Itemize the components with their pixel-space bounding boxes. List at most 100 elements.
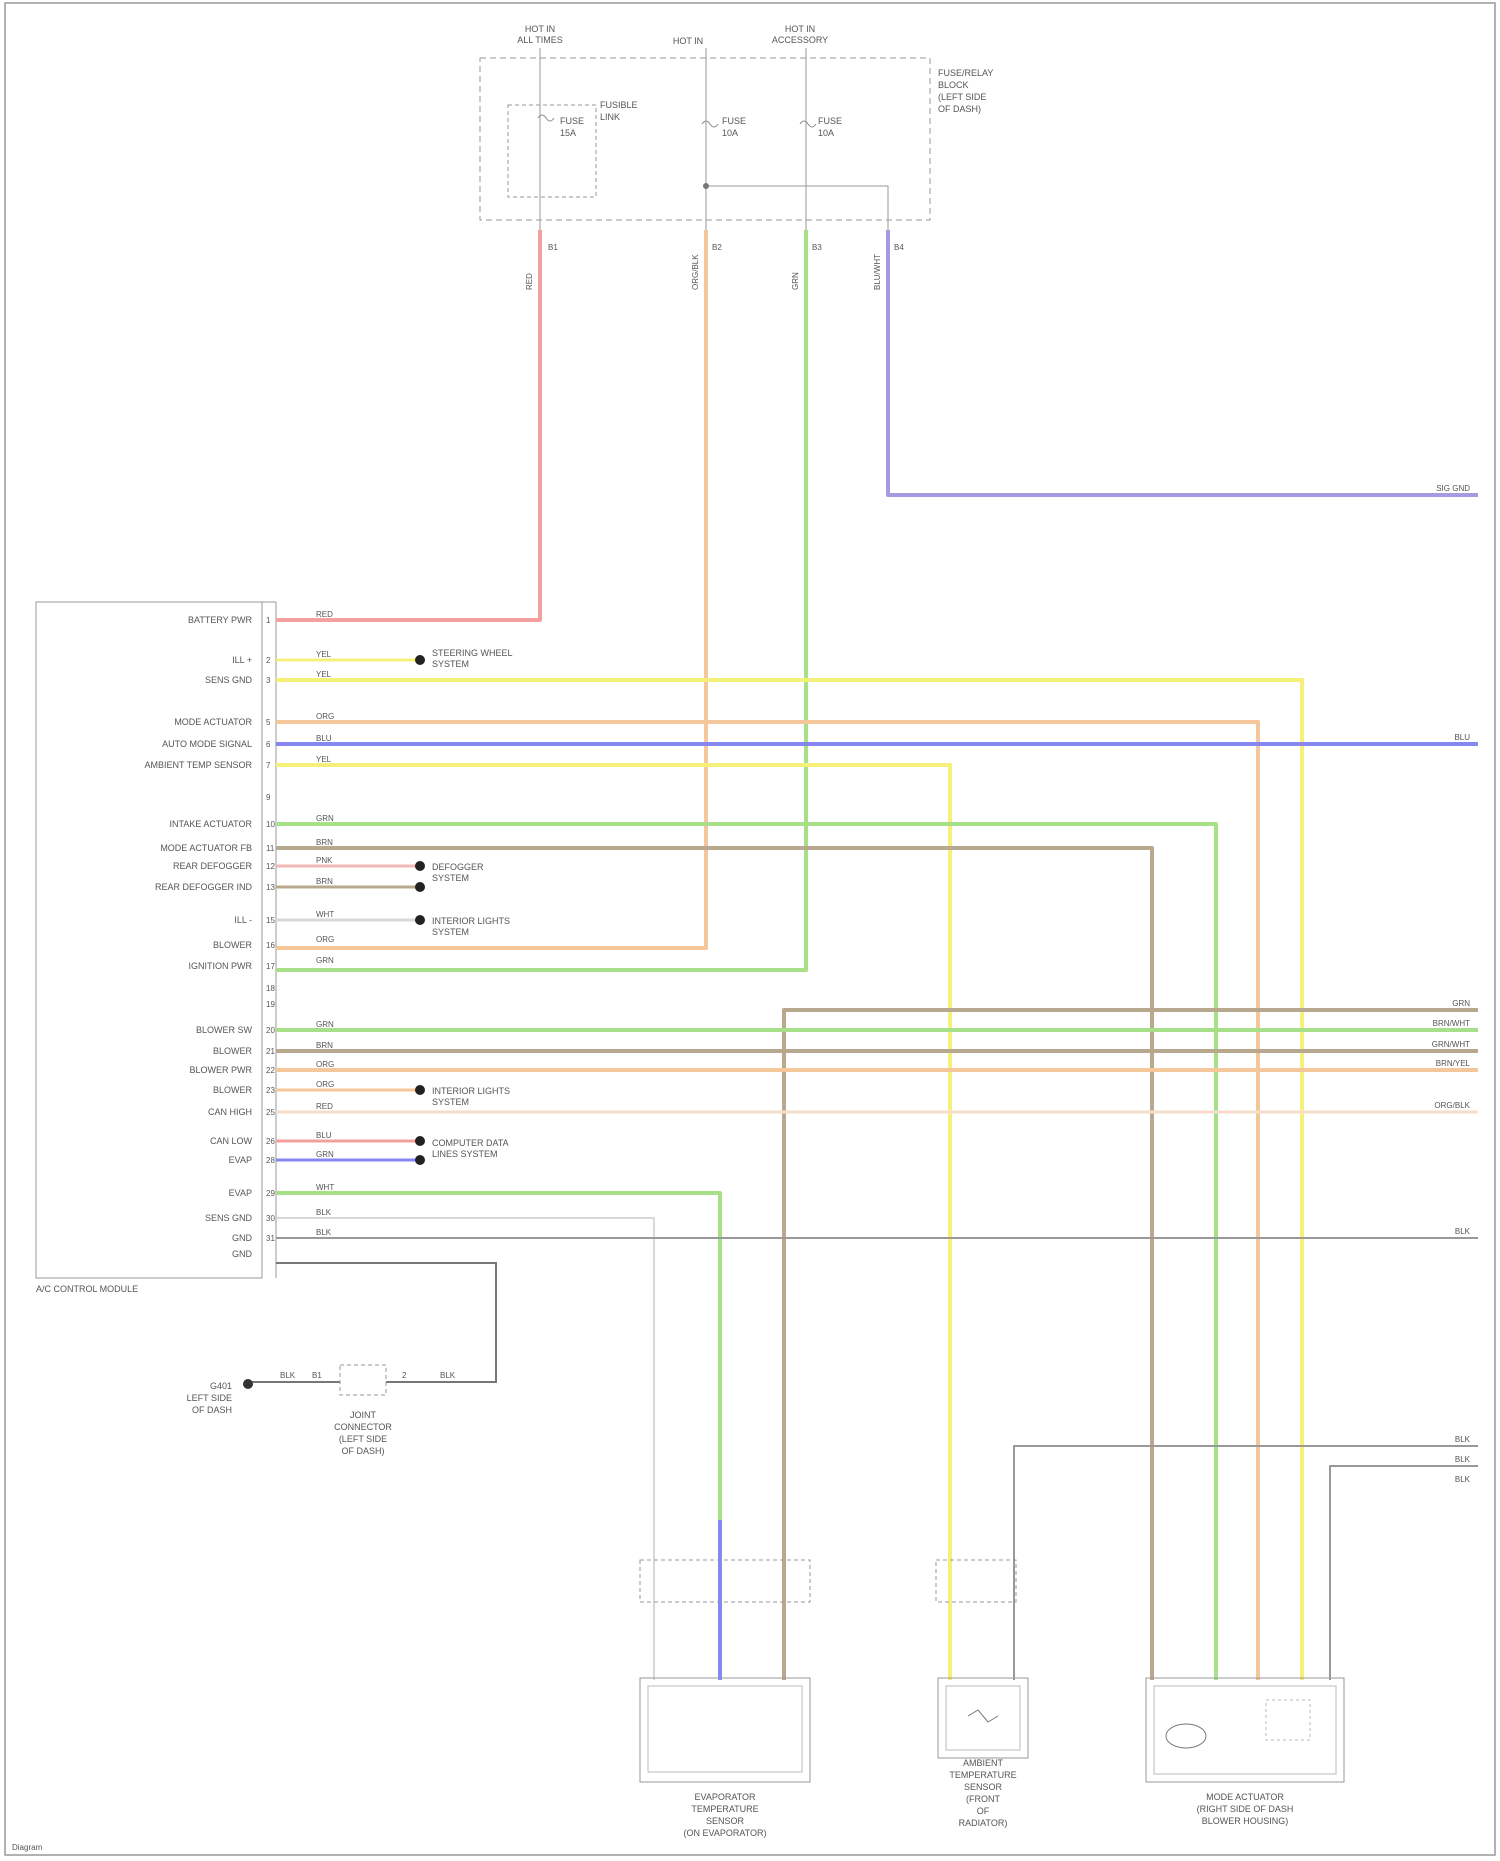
ground-point-icon	[243, 1379, 253, 1389]
ground-wire-code-2: B1	[312, 1371, 322, 1380]
page-border	[5, 3, 1495, 1855]
actuator-label: MODE ACTUATOR	[1206, 1792, 1284, 1802]
right-edge-label-top: SIG GND	[1436, 484, 1470, 493]
ground-point-label-2: LEFT SIDE	[187, 1393, 232, 1403]
ground-point-label-3: OF DASH	[192, 1405, 232, 1415]
evaporator-sensor-label-2: TEMPERATURE	[691, 1804, 758, 1814]
pin-label-23: BLOWER	[213, 1085, 253, 1095]
ambient-sensor-label-2: TEMPERATURE	[949, 1770, 1016, 1780]
pin-wire-code-2: YEL	[316, 650, 332, 659]
pin-label-30: SENS GND	[205, 1213, 253, 1223]
fuse-drop-wire-code: GRN	[791, 272, 800, 290]
pin-number-20: 20	[266, 1026, 275, 1035]
stub-label: DEFOGGER	[432, 862, 484, 872]
fuse-block-name-line3: (LEFT SIDE	[938, 92, 986, 102]
stub-label-line2: SYSTEM	[432, 873, 469, 883]
pin-wire-code-6: BLU	[316, 734, 332, 743]
stub-junction-dot	[415, 1155, 425, 1165]
stub-junction-dot	[415, 1085, 425, 1095]
pin-label-3: SENS GND	[205, 675, 253, 685]
stub-label-line2: SYSTEM	[432, 927, 469, 937]
fuse-block-name-line4: OF DASH)	[938, 104, 981, 114]
actuator-label-3: BLOWER HOUSING)	[1202, 1816, 1289, 1826]
pin-label-11: MODE ACTUATOR FB	[160, 843, 252, 853]
ground-connector-label: JOINT	[350, 1410, 377, 1420]
fuse-terminal-c: B3	[812, 243, 822, 252]
pin-number-16: 16	[266, 941, 275, 950]
ambient-sensor-label-3: SENSOR	[964, 1782, 1003, 1792]
pin-number-17: 17	[266, 962, 275, 971]
ground-connector-label-4: OF DASH)	[341, 1446, 384, 1456]
pin-label-7: AMBIENT TEMP SENSOR	[144, 760, 252, 770]
pin-wire-code-21: BRN	[316, 1041, 333, 1050]
fuse-1-label: FUSE	[560, 116, 584, 126]
pin-number-22: 22	[266, 1066, 275, 1075]
pin-number-3: 3	[266, 676, 271, 685]
pin-label-10: INTAKE ACTUATOR	[169, 819, 252, 829]
power-source-left-sublabel: ALL TIMES	[517, 35, 563, 45]
fuse-block-name-line2: BLOCK	[938, 80, 969, 90]
position-sensor-icon	[1266, 1700, 1310, 1740]
right-edge-label-gray: BLK	[1455, 1227, 1471, 1236]
mode-door-actuator: MODE ACTUATOR (RIGHT SIDE OF DASH BLOWER…	[1146, 1678, 1344, 1826]
fuse-1: FUSE 15A	[538, 115, 584, 138]
fuse-terminal-d: B4	[894, 243, 904, 252]
wire-lower-right-1	[1014, 1446, 1478, 1680]
stub-junction-dot	[415, 915, 425, 925]
fuse-2: FUSE 10A	[702, 116, 746, 138]
pin-label-5: MODE ACTUATOR	[174, 717, 252, 727]
pin-label-16: BLOWER	[213, 940, 253, 950]
pin-label-22: BLOWER PWR	[189, 1065, 252, 1075]
pin-label-6: AUTO MODE SIGNAL	[162, 739, 252, 749]
pin-number-30: 30	[266, 1214, 275, 1223]
pin-number-12: 12	[266, 862, 275, 871]
pin-number-26: 26	[266, 1137, 275, 1146]
pin-number-9: 9	[266, 793, 271, 802]
pin-wire-code-11: BRN	[316, 838, 333, 847]
wire-purple-right	[888, 230, 1478, 495]
pin-number-13: 13	[266, 883, 275, 892]
stub-label: COMPUTER DATA	[432, 1138, 509, 1148]
pin-number-6: 6	[266, 740, 271, 749]
pin-wire-code-28: GRN	[316, 1150, 334, 1159]
pin-number-10: 10	[266, 820, 275, 829]
pin-label-25: CAN HIGH	[208, 1107, 252, 1117]
wire-evap-white	[276, 1218, 654, 1680]
ground-connector-label-2: CONNECTOR	[334, 1422, 392, 1432]
fuse-block-name: FUSE/RELAY	[938, 68, 993, 78]
pin-label-1: BATTERY PWR	[188, 615, 253, 625]
ground-point-label: G401	[210, 1381, 232, 1391]
fuse-drop-wire-code: BLU/WHT	[873, 254, 882, 290]
pin-number-25: 25	[266, 1108, 275, 1117]
pin-wire-code-23: ORG	[316, 1080, 334, 1089]
pin-label-20: BLOWER SW	[196, 1025, 253, 1035]
stub-label-line2: SYSTEM	[432, 659, 469, 669]
watermark: Diagram	[12, 1843, 43, 1852]
pin-wire-code-10: GRN	[316, 814, 334, 823]
thermistor-icon	[968, 1710, 998, 1722]
pin-wire-code-26: BLU	[316, 1131, 332, 1140]
pin-number-23: 23	[266, 1086, 275, 1095]
module-pins: BATTERY PWR1REDILL +2YELSENS GND3YELMODE…	[144, 610, 334, 1259]
pin-wire-code-16: ORG	[316, 935, 334, 944]
fuse-3-label: FUSE	[818, 116, 842, 126]
pin-wire-code-13: BRN	[316, 877, 333, 886]
pin-wire-code-5: ORG	[316, 712, 334, 721]
fuse-2-label-2: 10A	[722, 128, 738, 138]
pin-number-5: 5	[266, 718, 271, 727]
stub-label-line2: SYSTEM	[432, 1097, 469, 1107]
pin-wire-code-15: WHT	[316, 910, 334, 919]
wire-battery-power	[276, 230, 540, 620]
fuse-terminal-b: B2	[712, 243, 722, 252]
power-source-left-label: HOT IN	[525, 24, 555, 34]
pin-number-29: 29	[266, 1189, 275, 1198]
stub-label-line2: LINES SYSTEM	[432, 1149, 498, 1159]
ground-connector-label-3: (LEFT SIDE	[339, 1434, 387, 1444]
pin-wire-code-1: RED	[316, 610, 333, 619]
pin-label-12: REAR DEFOGGER	[173, 861, 253, 871]
pin-wire-code-20: GRN	[316, 1020, 334, 1029]
right-edge-bundle-label: BRN/WHT	[1433, 1019, 1470, 1028]
right-edge-lower-label: BLK	[1455, 1435, 1471, 1444]
right-edge-lower-label: BLK	[1455, 1475, 1471, 1484]
pin-label-31: GND	[232, 1233, 253, 1243]
